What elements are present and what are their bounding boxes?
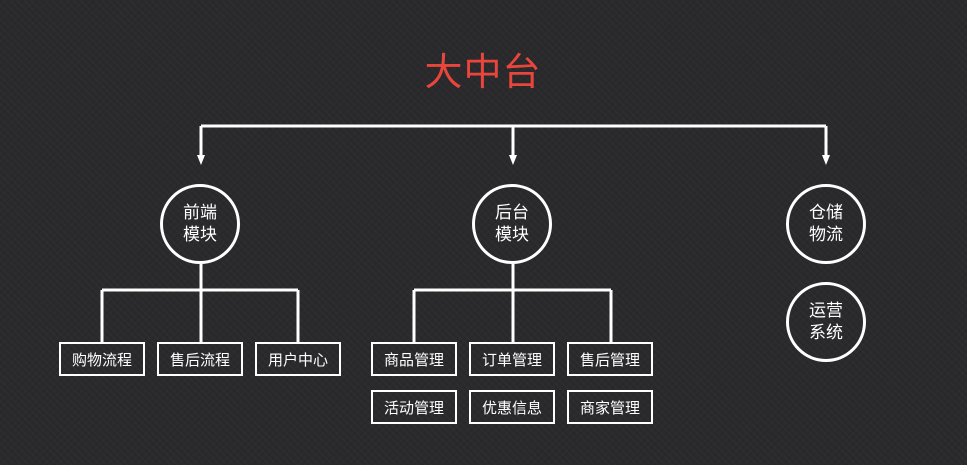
leaf-order-management: 订单管理 <box>469 342 555 376</box>
node-backend-module: 后台 模块 <box>472 184 552 264</box>
node-frontend-module: 前端 模块 <box>160 184 240 264</box>
leaf-product-management: 商品管理 <box>371 342 457 376</box>
node-frontend-line1: 前端 <box>183 203 217 223</box>
node-operations-system: 运营 系统 <box>786 282 866 362</box>
diagram-title: 大中台 <box>424 50 542 94</box>
leaf-campaign-management: 活动管理 <box>371 390 457 424</box>
leaf-merchant-management: 商家管理 <box>567 390 653 424</box>
leaf-promotion-info: 优惠信息 <box>469 390 555 424</box>
leaf-user-center: 用户中心 <box>255 342 341 376</box>
node-operations-line2: 系统 <box>809 323 843 343</box>
node-backend-line1: 后台 <box>495 203 529 223</box>
node-operations-line1: 运营 <box>809 301 843 321</box>
node-warehouse-line2: 物流 <box>809 225 843 245</box>
node-backend-line2: 模块 <box>495 225 529 245</box>
leaf-shopping-flow: 购物流程 <box>59 342 145 376</box>
leaf-aftersales-management: 售后管理 <box>567 342 653 376</box>
node-warehouse-logistics: 仓储 物流 <box>786 184 866 264</box>
node-warehouse-line1: 仓储 <box>809 203 843 223</box>
node-frontend-line2: 模块 <box>183 225 217 245</box>
leaf-aftersales-flow: 售后流程 <box>157 342 243 376</box>
